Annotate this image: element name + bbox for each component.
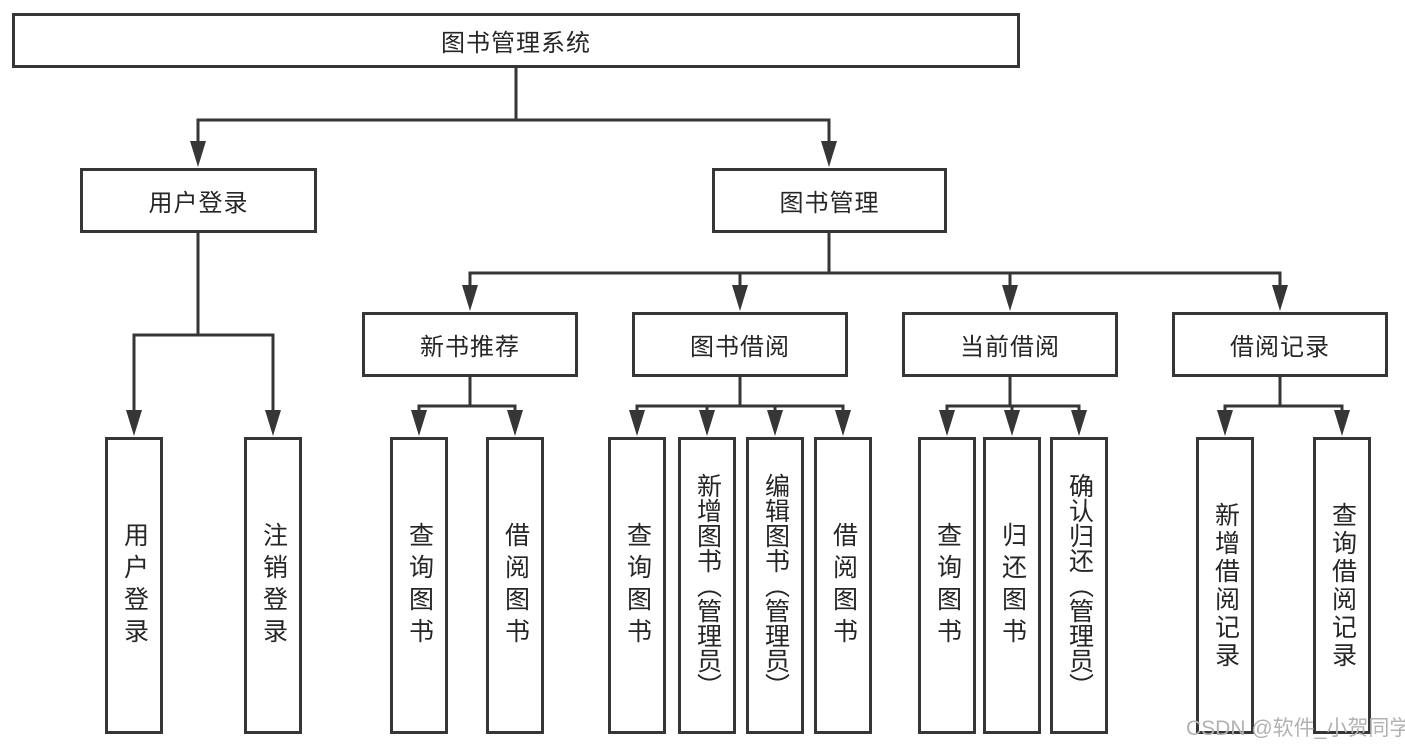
node-current-borrow-label: 当前借阅 — [960, 334, 1060, 361]
leaf-confirm-return-admin: 确认归还（管理员） — [1050, 437, 1108, 734]
leaf-query-borrow-record: 查询借阅记录 — [1313, 437, 1371, 734]
leaf-borrow-books-recommend-label: 借阅图书 — [501, 521, 530, 650]
leaf-query-books-recommend-label: 查询图书 — [405, 521, 434, 650]
leaf-user-login-label: 用户登录 — [120, 521, 149, 650]
leaf-query-books-borrow: 查询图书 — [608, 437, 666, 734]
node-system-root: 图书管理系统 — [12, 13, 1020, 68]
leaf-edit-books-admin: 编辑图书（管理员） — [746, 437, 804, 734]
arrowheads — [126, 141, 1350, 436]
node-new-book-recommend-label: 新书推荐 — [420, 334, 520, 361]
csdn-watermark: CSDN @软件_小贺同学 — [1186, 717, 1405, 740]
leaf-query-books-current: 查询图书 — [918, 437, 976, 734]
leaf-add-books-admin-label: 新增图书（管理员） — [693, 473, 722, 698]
leaf-borrow-books: 借阅图书 — [814, 437, 872, 734]
node-borrow-records-label: 借阅记录 — [1230, 334, 1330, 361]
node-system-root-label: 图书管理系统 — [441, 30, 591, 57]
node-user-login-label: 用户登录 — [148, 190, 249, 217]
leaf-return-books: 归还图书 — [983, 437, 1041, 734]
leaf-user-login: 用户登录 — [105, 437, 163, 734]
node-borrow-records: 借阅记录 — [1172, 312, 1388, 377]
leaf-add-borrow-record: 新增借阅记录 — [1196, 437, 1254, 734]
leaf-borrow-books-recommend: 借阅图书 — [486, 437, 544, 734]
node-user-login: 用户登录 — [80, 168, 317, 233]
node-book-management-label: 图书管理 — [779, 190, 880, 217]
leaf-query-books-current-label: 查询图书 — [933, 521, 962, 650]
leaf-query-books-recommend: 查询图书 — [390, 437, 448, 734]
node-current-borrow: 当前借阅 — [902, 312, 1118, 377]
leaf-edit-books-admin-label: 编辑图书（管理员） — [761, 473, 790, 698]
leaf-logout-label: 注销登录 — [259, 521, 288, 650]
leaf-add-borrow-record-label: 新增借阅记录 — [1211, 501, 1240, 670]
leaf-confirm-return-admin-label: 确认归还（管理员） — [1065, 473, 1094, 698]
leaf-borrow-books-label: 借阅图书 — [829, 521, 858, 650]
node-book-borrow: 图书借阅 — [632, 312, 848, 377]
node-book-borrow-label: 图书借阅 — [690, 334, 790, 361]
leaf-add-books-admin: 新增图书（管理员） — [678, 437, 736, 734]
node-new-book-recommend: 新书推荐 — [362, 312, 578, 377]
leaf-return-books-label: 归还图书 — [998, 521, 1027, 650]
leaf-query-books-borrow-label: 查询图书 — [623, 521, 652, 650]
leaf-logout: 注销登录 — [244, 437, 302, 734]
leaf-query-borrow-record-label: 查询借阅记录 — [1328, 501, 1357, 670]
node-book-management: 图书管理 — [712, 168, 947, 233]
